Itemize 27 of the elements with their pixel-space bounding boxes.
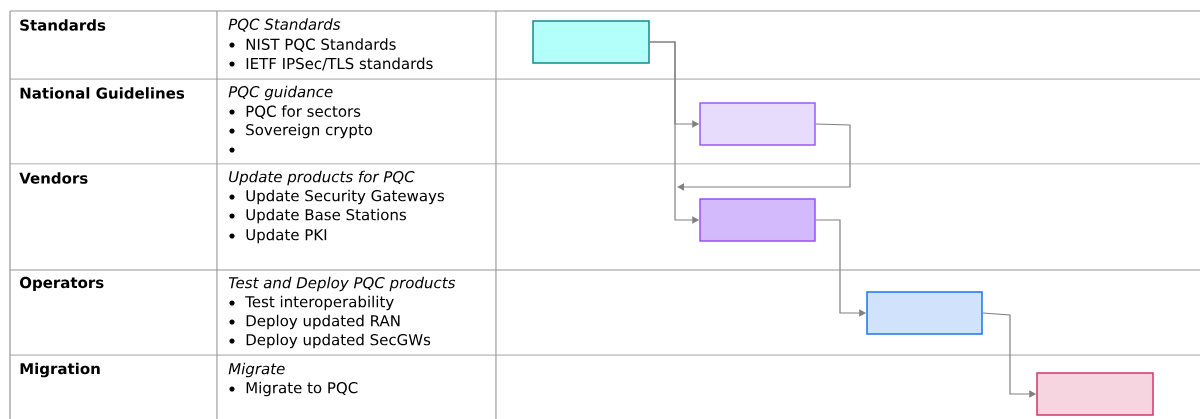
bullet-item: Sovereign crypto — [229, 123, 373, 139]
row-heading: Migration — [20, 362, 100, 378]
row-heading: Vendors — [19, 172, 88, 184]
arrow — [677, 123, 851, 191]
bullet-item: Test interoperability — [229, 295, 394, 311]
cell-heading: PQC Standards — [228, 18, 341, 32]
task-bar — [1036, 372, 1154, 416]
cell-heading: PQC guidance — [228, 85, 333, 101]
row-heading: National Guidelines — [20, 87, 185, 99]
cell-heading: Update products for PQC — [229, 170, 415, 186]
bullet-item: Deploy updated SecGWs — [229, 333, 431, 349]
task-bar — [866, 291, 983, 335]
task-bar — [532, 20, 650, 64]
bullet-item: IETF IPSec/TLS standards — [229, 57, 433, 71]
cell-heading: Migrate — [228, 362, 285, 378]
row-heading: Standards — [20, 19, 106, 31]
row-heading: Operators — [19, 276, 104, 292]
task-bar — [699, 198, 816, 242]
task-bar — [699, 102, 816, 146]
bullet-item: Migrate to PQC — [229, 381, 358, 397]
bullet-item: Update Base Stations — [229, 208, 406, 224]
bullet-item: NIST PQC Standards — [229, 38, 396, 52]
cell-heading: Test and Deploy PQC products — [228, 276, 456, 292]
bullet-item: Update Security Gateways — [229, 189, 444, 205]
bullet-item: Update PKI — [229, 228, 327, 244]
bullet-item: PQC for sectors — [229, 105, 361, 119]
bullet-item: Deploy updated RAN — [229, 314, 400, 330]
